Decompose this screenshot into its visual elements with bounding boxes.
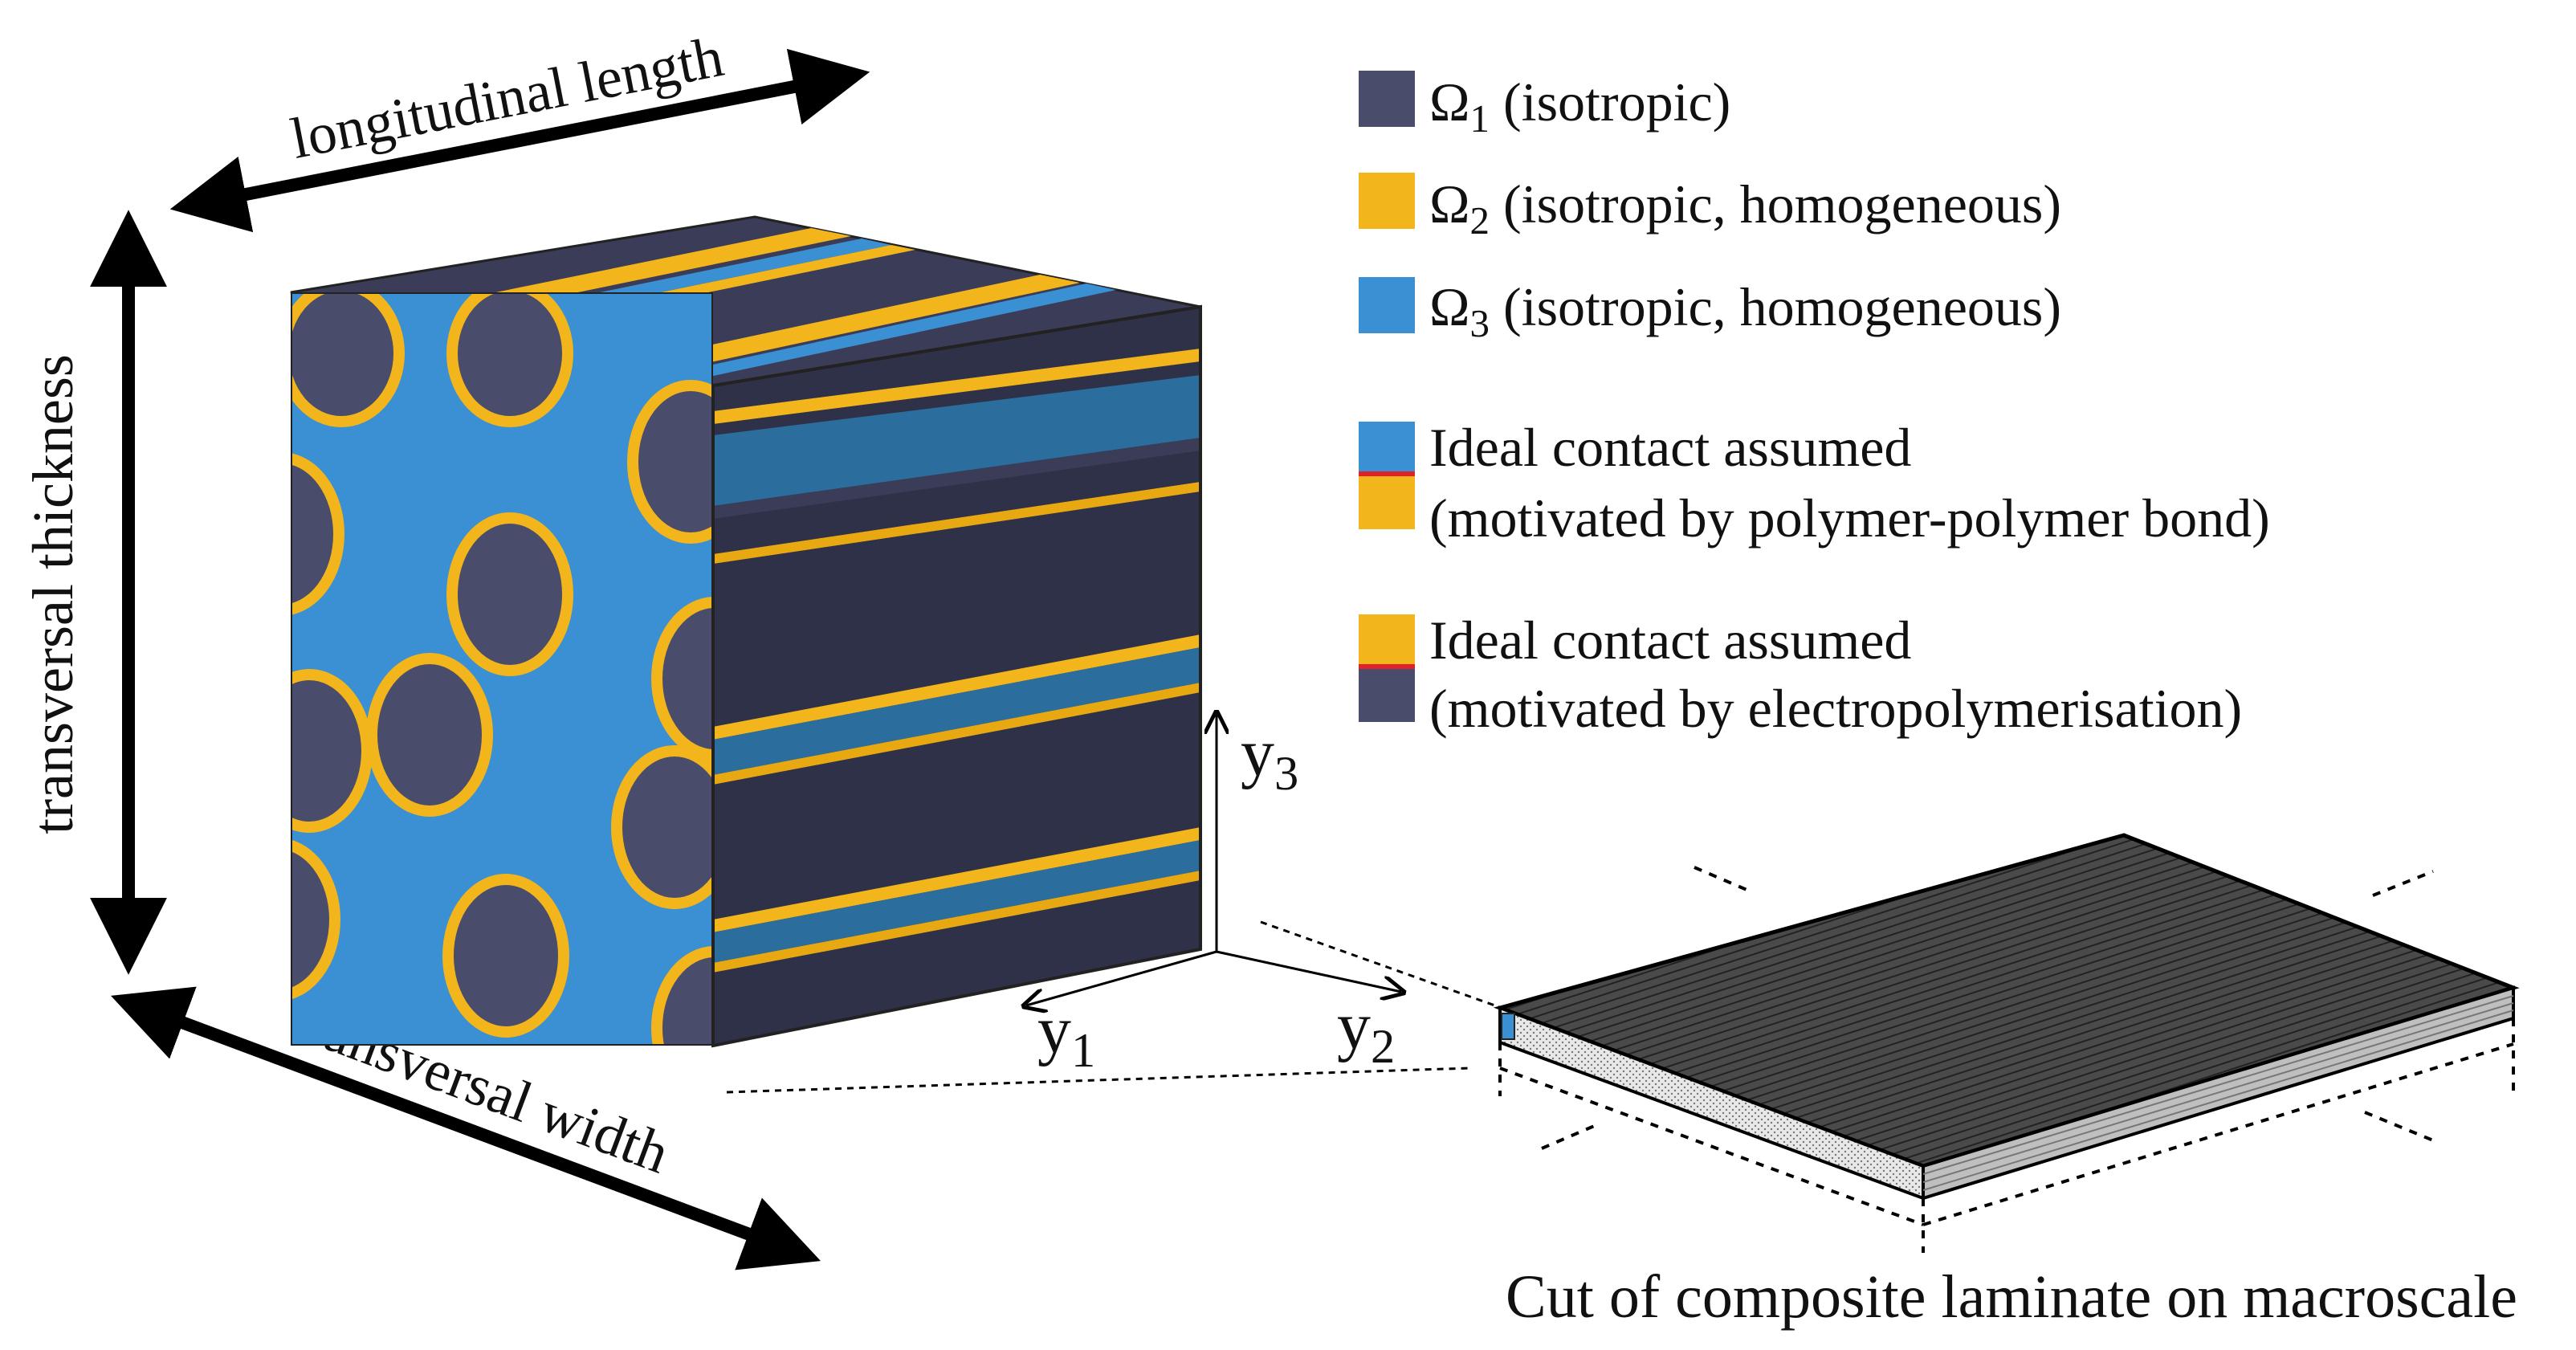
transversal-thickness-label: transversal thickness	[21, 354, 85, 834]
rve-cube	[290, 215, 1202, 1048]
legend-swatch-omega2	[1359, 173, 1415, 229]
legend-swatch-omega3	[1359, 277, 1415, 333]
legend-swatch-omega1	[1359, 71, 1415, 127]
legend-contact-2-line2: (motivated by electropolymerisation)	[1429, 678, 2242, 739]
laminate-top-face	[1493, 833, 2520, 1169]
coordinate-axes	[1026, 715, 1401, 1005]
legend-contact-1-line2: (motivated by polymer-polymer bond)	[1429, 487, 2270, 549]
cube-right-face	[711, 304, 1202, 1048]
axis-y3-label: y3	[1241, 716, 1298, 801]
cube-front-face	[291, 292, 713, 1046]
legend-contact-1-line1: Ideal contact assumed	[1429, 417, 1911, 478]
legend-item-omega2: Ω2 (isotropic, homogeneous)	[1429, 173, 2061, 243]
legend-item-omega3: Ω3 (isotropic, homogeneous)	[1429, 276, 2061, 345]
longitudinal-arrow	[169, 48, 870, 233]
rve-marker	[1501, 1013, 1515, 1040]
axis-y2-label: y2	[1337, 989, 1395, 1074]
laminate-dashed-edges	[1498, 866, 2515, 1253]
legend-contact-swatch-1	[1359, 422, 1415, 529]
legend-item-omega1: Ω1 (isotropic)	[1429, 71, 1730, 141]
axis-y1-label: y1	[1037, 993, 1095, 1078]
legend-contact-2-line1: Ideal contact assumed	[1429, 610, 1911, 671]
laminate-caption: Cut of composite laminate on macroscale	[1506, 1263, 2517, 1331]
zoom-guide-lines	[726, 920, 1502, 1094]
dimension-arrows	[90, 48, 870, 1270]
composite-laminate	[1493, 833, 2520, 1253]
legend-contact-swatch-2	[1359, 614, 1415, 722]
width-arrow	[111, 986, 821, 1270]
legend: Ω1 (isotropic) Ω2 (isotropic, homogeneou…	[1359, 71, 2270, 739]
